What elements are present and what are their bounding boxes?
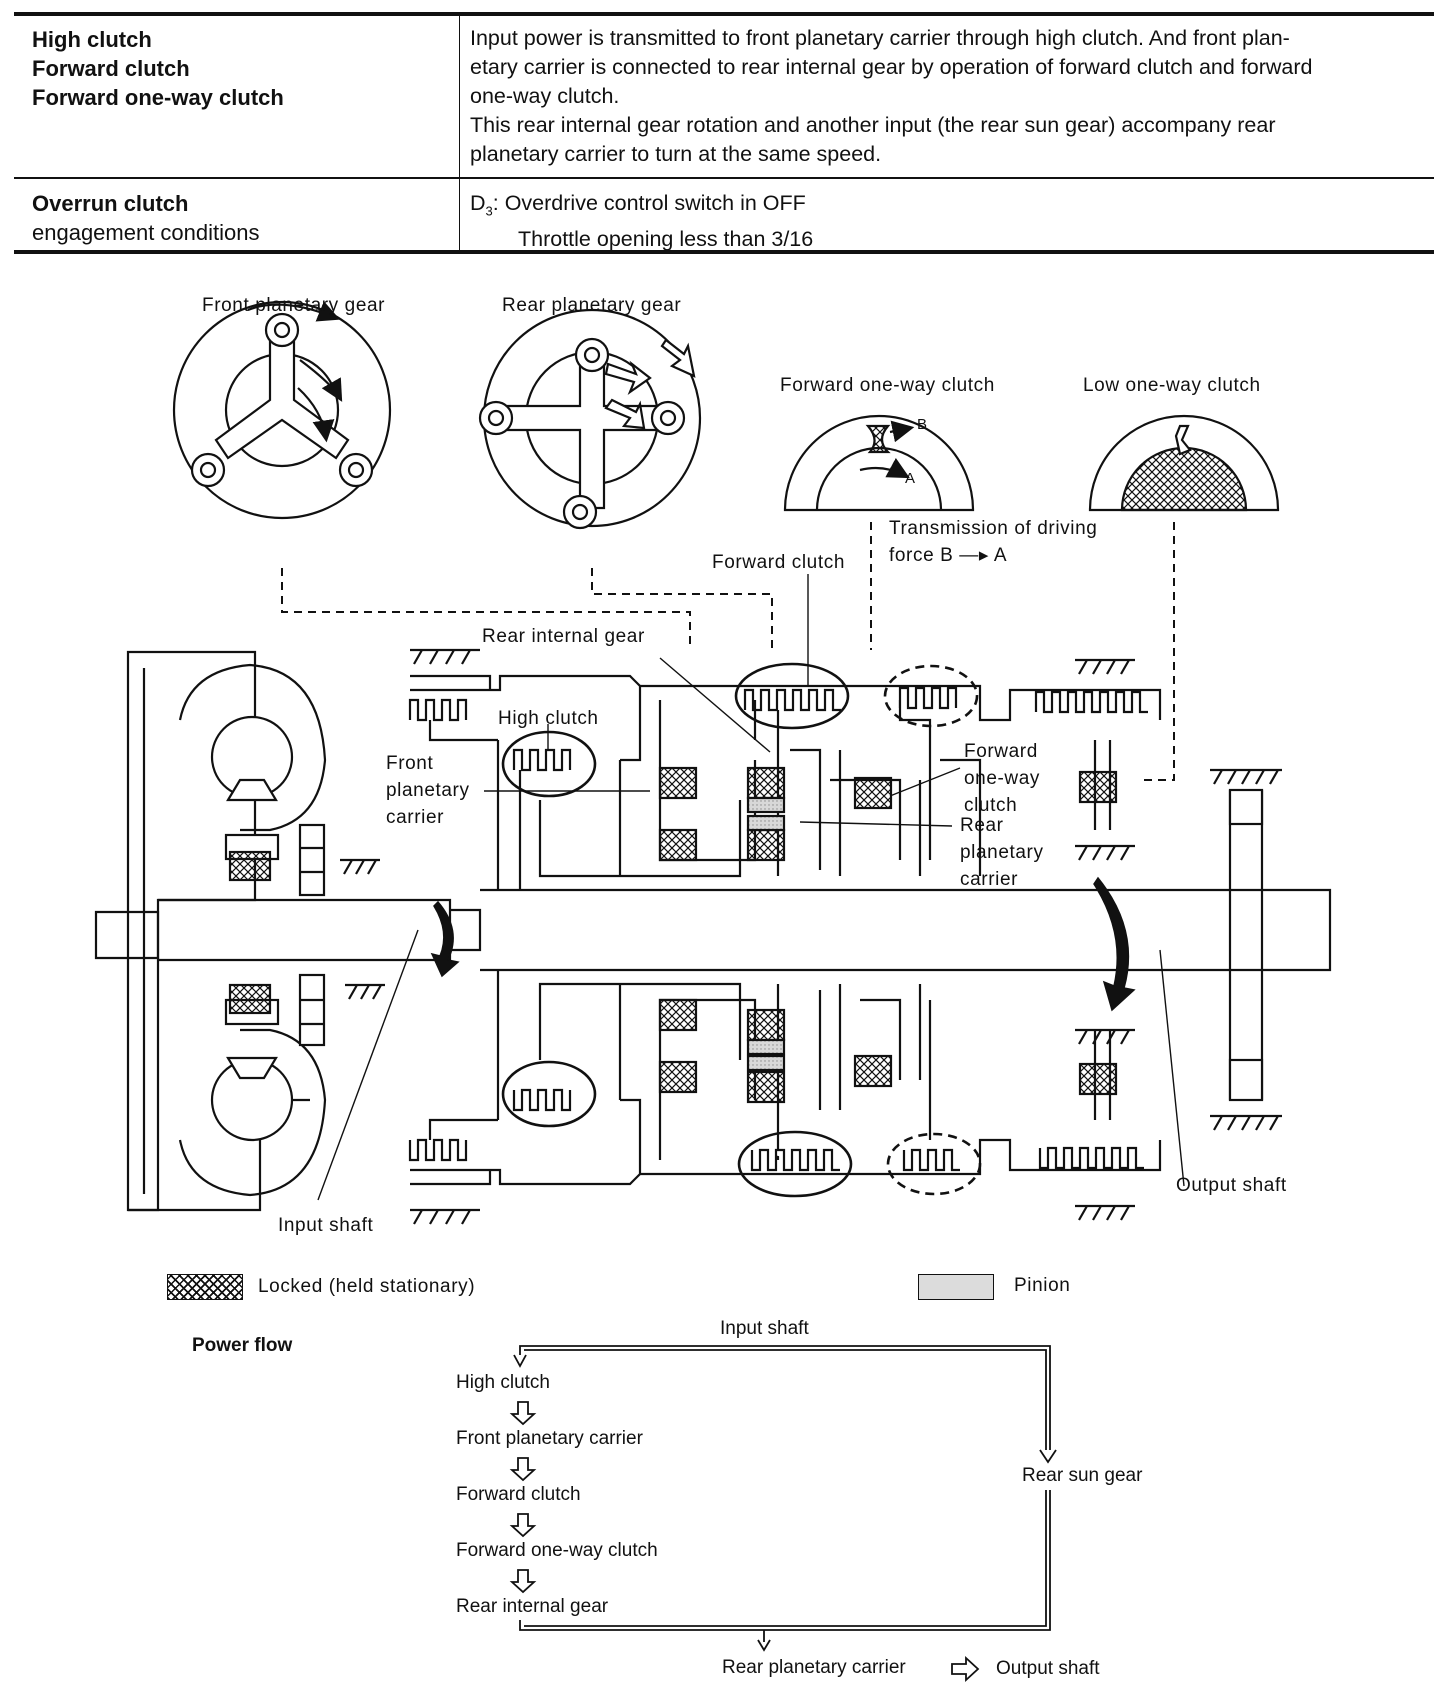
range-subscript: 3 (485, 203, 493, 219)
label-line: planetary (960, 842, 1044, 863)
output-shaft-label: Output shaft (1176, 1175, 1287, 1196)
row2-conditions: D3: Overdrive control switch in OFF Thro… (470, 189, 1430, 254)
range-letter: D (470, 191, 486, 215)
front-planetary-carrier-label: Front planetary carrier (386, 750, 470, 831)
label-line: carrier (960, 869, 1019, 890)
forward-one-way-clutch-label: Forward one-way clutch (964, 738, 1040, 819)
flow-output-shaft: Output shaft (996, 1658, 1100, 1679)
flow-high-clutch: High clutch (456, 1372, 550, 1393)
forward-clutch-label: Forward clutch (712, 552, 845, 573)
component-forward-clutch: Forward clutch (32, 56, 190, 81)
flow-rear-internal-gear: Rear internal gear (456, 1596, 609, 1617)
condition-line-1: D3: Overdrive control switch in OFF (470, 189, 1430, 225)
engagement-conditions-label: engagement conditions (32, 220, 260, 245)
description-line: etary carrier is connected to rear inter… (470, 55, 1313, 79)
flow-rear-sun-gear: Rear sun gear (1022, 1465, 1143, 1486)
rotation-arrows (430, 876, 1136, 1012)
label-line: Forward (964, 741, 1038, 762)
label-line: Front (386, 753, 434, 774)
component-forward-one-way-clutch: Forward one-way clutch (32, 85, 284, 110)
description-line: Input power is transmitted to front plan… (470, 26, 1290, 50)
row1-description: Input power is transmitted to front plan… (470, 24, 1430, 169)
front-planetary-gear-icon (172, 300, 392, 520)
label-line: clutch (964, 795, 1018, 816)
transmission-cross-section (94, 648, 1332, 1225)
condition-text: : Overdrive control switch in OFF (492, 191, 806, 215)
table-column-divider (459, 178, 460, 252)
row1-components: High clutch Forward clutch Forward one-w… (32, 25, 284, 112)
dashed-leaders (281, 522, 1175, 781)
rear-planetary-gear-label: Rear planetary gear (502, 295, 682, 316)
transmission-label-line2: force B —▸ A (889, 545, 1008, 566)
flow-rear-planetary-carrier: Rear planetary carrier (722, 1657, 906, 1678)
locked-swatch (167, 1274, 243, 1300)
component-high-clutch: High clutch (32, 27, 152, 52)
condition-line-2: Throttle opening less than 3/16 (518, 227, 814, 252)
label-line: one-way (964, 768, 1041, 789)
high-clutch-label: High clutch (498, 708, 599, 729)
description-line: planetary carrier to turn at the same sp… (470, 142, 882, 166)
front-planetary-gear-label: Front planetary gear (202, 295, 386, 316)
table-top-rule (14, 12, 1434, 16)
row2-condition-label: Overrun clutch engagement conditions (32, 189, 260, 247)
flow-input-shaft: Input shaft (720, 1318, 809, 1339)
flow-forward-one-way-clutch: Forward one-way clutch (456, 1540, 658, 1561)
rear-planetary-carrier-label: Rear planetary carrier (960, 812, 1044, 893)
low-one-way-clutch-title: Low one-way clutch (1083, 375, 1261, 396)
pinion-swatch (918, 1274, 994, 1300)
rear-planetary-gear-icon (478, 308, 702, 530)
description-line: one-way clutch. (470, 84, 620, 108)
table-column-divider (459, 16, 460, 202)
label-line: Rear (960, 815, 1004, 836)
down-arrows (509, 1401, 980, 1683)
label-b: B (917, 416, 928, 433)
table-bottom-rule (14, 250, 1434, 254)
forward-one-way-clutch-icon (783, 414, 975, 512)
label-line: planetary (386, 780, 470, 801)
transmission-label-line1: Transmission of driving (889, 518, 1098, 539)
description-line: This rear internal gear rotation and ano… (470, 113, 1276, 137)
input-shaft-label: Input shaft (278, 1215, 374, 1236)
forward-one-way-clutch-title: Forward one-way clutch (780, 375, 995, 396)
locked-legend-label: Locked (held stationary) (258, 1276, 476, 1297)
label-line: carrier (386, 807, 445, 828)
overrun-clutch-label: Overrun clutch (32, 191, 189, 216)
label-leaders (317, 574, 1185, 1201)
pinion-legend-label: Pinion (1014, 1275, 1071, 1296)
rear-internal-gear-label: Rear internal gear (482, 626, 645, 647)
clutch-highlights (501, 662, 853, 1198)
table-row-rule (14, 177, 1434, 179)
flow-forward-clutch: Forward clutch (456, 1484, 581, 1505)
flow-front-planetary-carrier: Front planetary carrier (456, 1428, 643, 1449)
label-a: A (905, 470, 916, 487)
power-flow-title: Power flow (192, 1335, 293, 1356)
low-one-way-clutch-icon (1088, 414, 1280, 512)
